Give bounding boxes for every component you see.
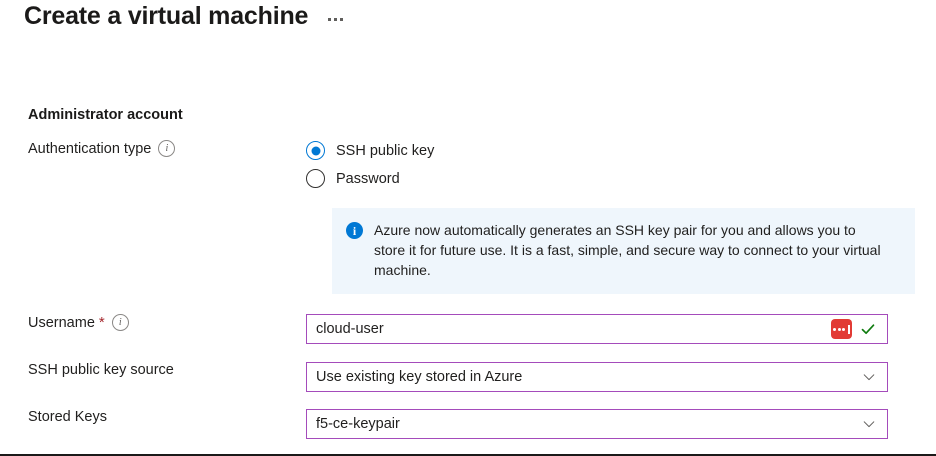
chevron-down-icon[interactable] [862, 370, 876, 384]
field-username: Username * i cloud-user [0, 314, 888, 344]
overflow-dot [334, 18, 338, 21]
stored-keys-label-text: Stored Keys [28, 409, 107, 425]
info-circle-icon[interactable]: i [111, 314, 129, 331]
radio-label-password: Password [336, 170, 400, 187]
radio-option-password[interactable]: Password [306, 169, 434, 188]
info-circle-icon[interactable]: i [158, 140, 176, 157]
username-input[interactable]: cloud-user [306, 314, 888, 344]
radio-option-ssh-public-key[interactable]: SSH public key [306, 141, 434, 160]
label-authentication-type: Authentication type i [0, 140, 306, 157]
field-ssh-public-key-source: SSH public key source Use existing key s… [0, 362, 888, 392]
username-input-value: cloud-user [316, 321, 384, 337]
required-asterisk: * [98, 314, 105, 331]
overflow-dot [340, 18, 344, 21]
info-filled-icon: i [346, 222, 363, 239]
ssh-public-key-source-value: Use existing key stored in Azure [316, 369, 523, 385]
stored-keys-dropdown[interactable]: f5-ce-keypair [306, 409, 888, 439]
info-banner-text: Azure now automatically generates an SSH… [374, 222, 881, 278]
overflow-dot [328, 18, 332, 21]
page-title: Create a virtual machine [24, 2, 309, 30]
authentication-type-radio-group: SSH public key Password [306, 140, 434, 188]
radio-label-ssh-public-key: SSH public key [336, 142, 435, 159]
authentication-type-label-text: Authentication type [28, 140, 152, 157]
ssh-public-key-source-label-text: SSH public key source [28, 362, 174, 378]
label-stored-keys: Stored Keys [0, 409, 306, 425]
field-stored-keys: Stored Keys f5-ce-keypair [0, 409, 888, 439]
ssh-public-key-source-dropdown[interactable]: Use existing key stored in Azure [306, 362, 888, 392]
label-ssh-public-key-source: SSH public key source [0, 362, 306, 378]
password-manager-icon[interactable] [831, 319, 852, 339]
section-heading-administrator-account: Administrator account [28, 107, 183, 123]
administrator-account-form: Authentication type i SSH public key Pas… [0, 140, 936, 188]
field-authentication-type: Authentication type i SSH public key Pas… [0, 140, 936, 188]
page-header: Create a virtual machine [24, 2, 345, 31]
ssh-key-info-banner: i Azure now automatically generates an S… [332, 208, 915, 294]
username-label-text: Username [28, 314, 95, 331]
radio-mark-unselected-icon [306, 169, 325, 188]
radio-mark-selected-icon [306, 141, 325, 160]
checkmark-icon [860, 321, 876, 337]
overflow-menu-icon[interactable] [326, 12, 345, 27]
stored-keys-value: f5-ce-keypair [316, 416, 400, 432]
label-username: Username * i [0, 314, 306, 331]
chevron-down-icon[interactable] [862, 417, 876, 431]
